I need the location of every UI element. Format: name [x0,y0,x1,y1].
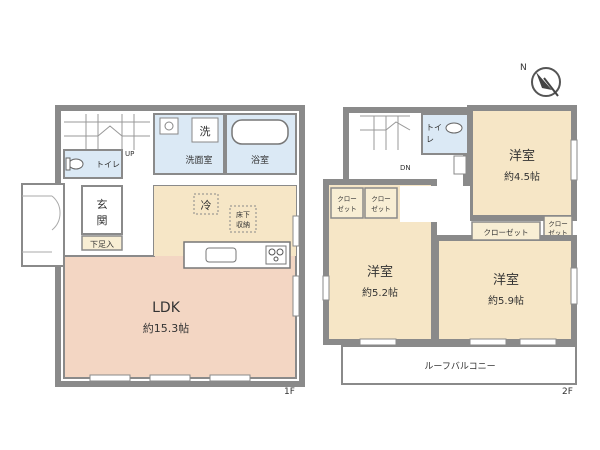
roof-balcony-label: ルーフバルコニー [424,361,495,372]
western-room-a-label: 洋室 [509,148,535,164]
closet-2-label-1: クロー [371,195,391,203]
stove-icon [265,245,287,265]
western-room-b-size: 約5.2帖 [362,286,398,299]
up-label: UP [125,150,134,158]
compass-needle-icon [536,72,552,90]
entrance-label-2: 関 [97,214,108,227]
toilet-tank-icon [65,157,71,171]
floor1-toilet [63,149,123,179]
shoe-box [81,235,123,251]
compass-arrow-icon [543,77,559,97]
stair-steps-2f [360,115,411,150]
western-room-a-size: 約4.5帖 [504,170,540,183]
sink-icon [159,117,179,135]
closet-1-label-1: クロー [337,195,357,203]
closet-long-label: クローゼット [484,227,529,237]
closet-2-label-2: ゼット [371,204,391,213]
roof-balcony [341,345,577,385]
floor-2: ルーフバルコニー DN トイ レ 洋室 約4.5帖 クロー ゼット クロー ゼッ… [322,105,578,397]
western-room-c [433,235,577,345]
western-room-c-size: 約5.9帖 [488,294,524,307]
floor1-stairs [64,114,150,150]
toilet-label-2f-2: レ [426,135,434,144]
floor1-label: 1F [284,387,295,397]
ldk-label: LDK [152,300,181,316]
compass-north-label: N [520,63,527,73]
floor2-label: 2F [562,387,573,397]
entrance-door-swing [51,195,61,231]
western-room-a [467,105,577,221]
ldk-size: 約15.3帖 [143,321,190,335]
closet-3-label-1: クロー [548,220,568,228]
hand-sink-icon [453,155,467,175]
western-room-b-label: 洋室 [367,264,393,280]
fridge-space [193,193,219,215]
closet-1-label-2: ゼット [337,204,357,213]
closet-1 [330,187,364,219]
floor-1: UP トイレ 洗 洗面室 浴室 玄 関 下足入 冷 床下 [21,105,305,397]
fridge-label: 冷 [201,199,212,212]
shoe-box-label: 下足入 [90,240,114,249]
compass: N [520,63,561,97]
entrance [81,185,123,235]
toilet-label: トイレ [96,160,120,169]
toilet-icon [68,158,84,170]
washing-machine-space [191,117,219,143]
bath-label: 浴室 [251,154,269,166]
kitchen-sink-icon [205,247,237,263]
stair-steps-1f [64,114,150,150]
wash-label: 洗 [200,125,211,138]
sink-basin-icon [164,121,174,131]
closet-long [471,221,541,241]
floor2-hallway [400,186,470,222]
bathtub-icon [231,119,289,145]
windows-2f [322,139,578,346]
underfloor-storage [229,205,257,233]
closet-3-label-2: ゼット [548,228,568,237]
underfloor-label-1: 床下 [236,210,250,219]
down-label: DN [400,164,411,172]
hallway [124,176,154,254]
underfloor-label-2: 収納 [236,220,250,229]
entrance-label-1: 玄 [97,197,108,211]
closet-2 [364,187,398,219]
toilet-label-2f-1: トイ [426,123,442,132]
toilet-icon-2f [445,122,463,134]
western-room-c-label: 洋室 [493,272,519,288]
windows-1f [89,215,300,382]
floor2-toilet [421,113,471,155]
washroom-label: 洗面室 [185,154,212,166]
